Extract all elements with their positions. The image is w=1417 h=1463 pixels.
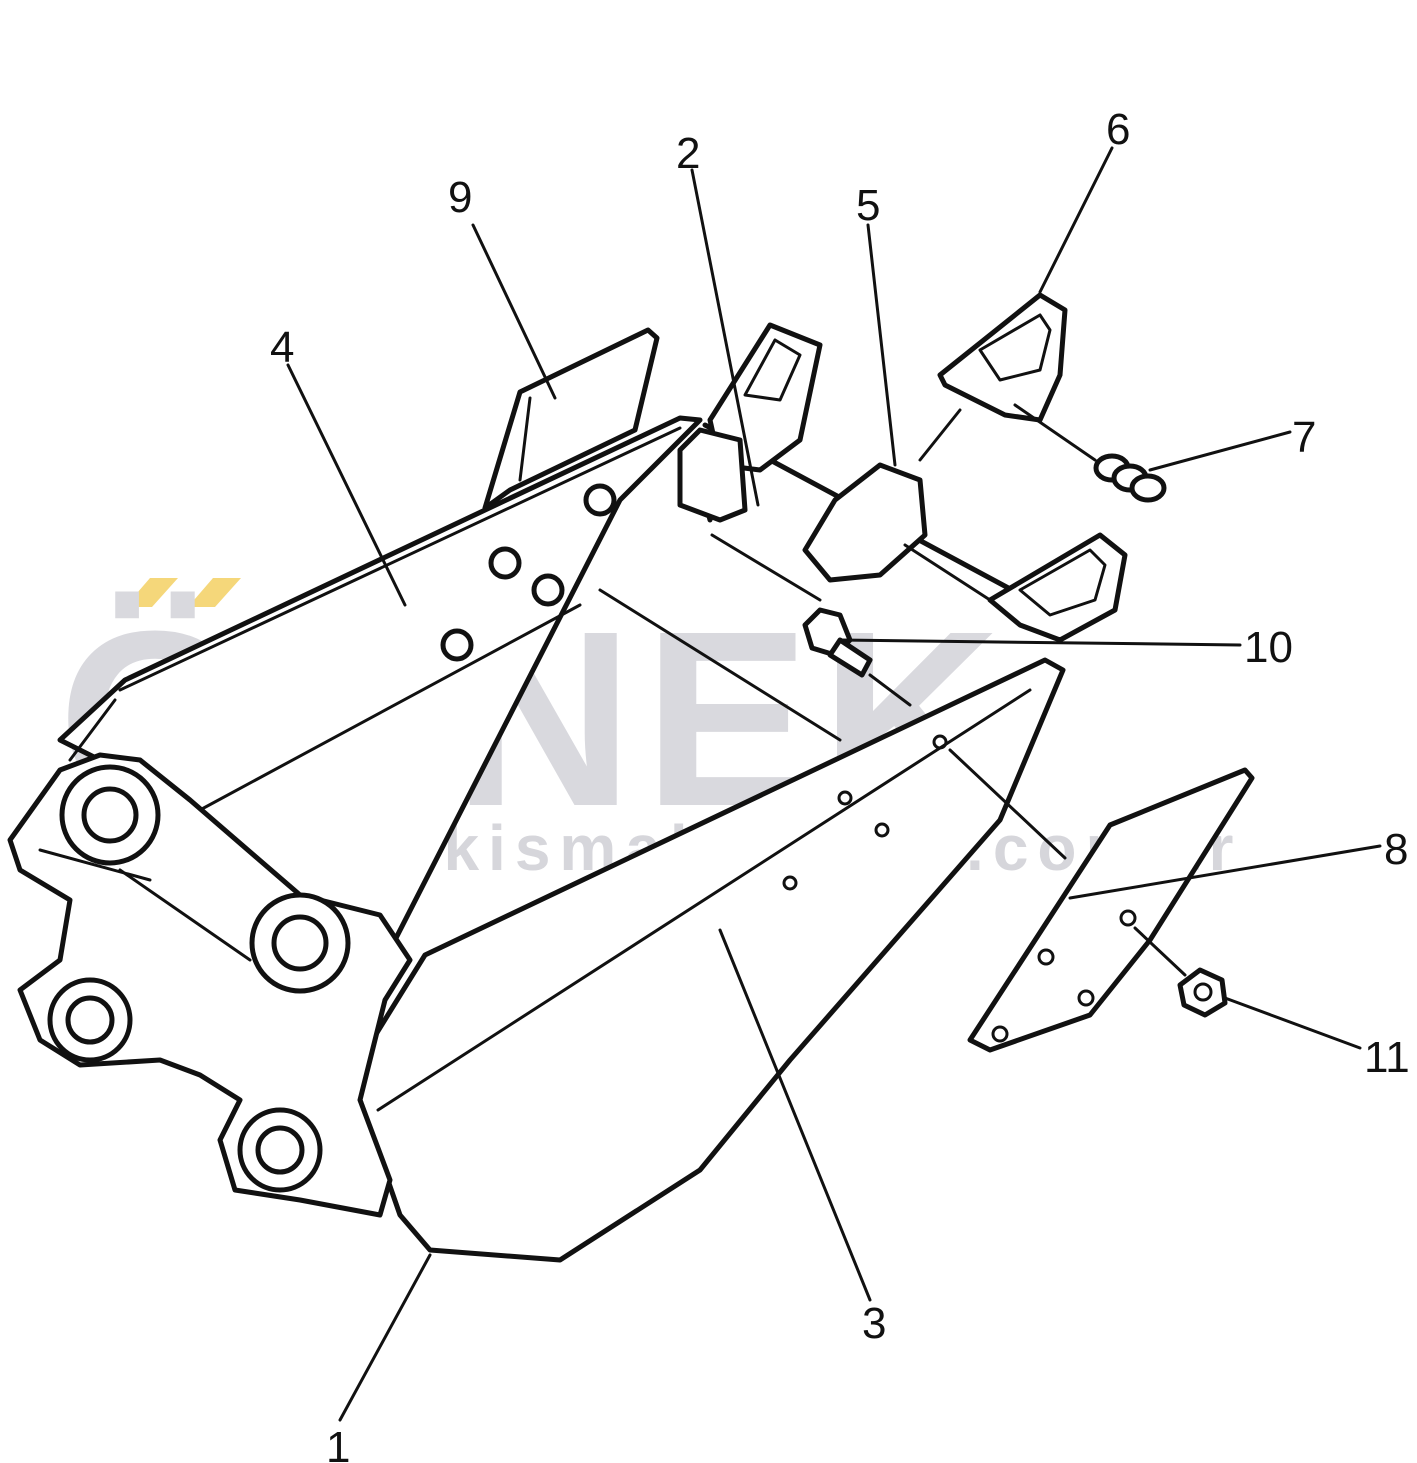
- watermark-accent-right: [188, 578, 241, 607]
- callout-9: 9: [448, 173, 472, 222]
- part-3-side-plate: [357, 657, 1066, 1263]
- callout-11: 11: [1364, 1033, 1410, 1082]
- part-5-tooth-adapter: [802, 462, 928, 583]
- watermark-accent-left: [125, 578, 178, 607]
- callout-2: 2: [676, 129, 700, 178]
- callout-labels: 1 2 3 4 5 6 7 8 9 10 11: [270, 105, 1410, 1463]
- callout-10: 10: [1244, 623, 1293, 672]
- part-1-bracket: [7, 752, 413, 1218]
- part-11-nut: [1177, 967, 1228, 1018]
- part-6-tooth-point: [937, 292, 1068, 423]
- part-7-pin: [1013, 403, 1167, 503]
- callout-4: 4: [270, 323, 294, 372]
- tooth-point-front: [987, 532, 1128, 643]
- callout-5: 5: [856, 181, 880, 230]
- callout-7: 7: [1292, 413, 1316, 462]
- leader-lines: [286, 146, 1382, 1422]
- part-teeth-group: [677, 292, 1128, 643]
- callout-6: 6: [1106, 105, 1130, 154]
- callout-8: 8: [1384, 825, 1408, 874]
- part-8-side-plate: [967, 767, 1255, 1053]
- callout-3: 3: [862, 1299, 886, 1348]
- callout-1: 1: [326, 1423, 350, 1463]
